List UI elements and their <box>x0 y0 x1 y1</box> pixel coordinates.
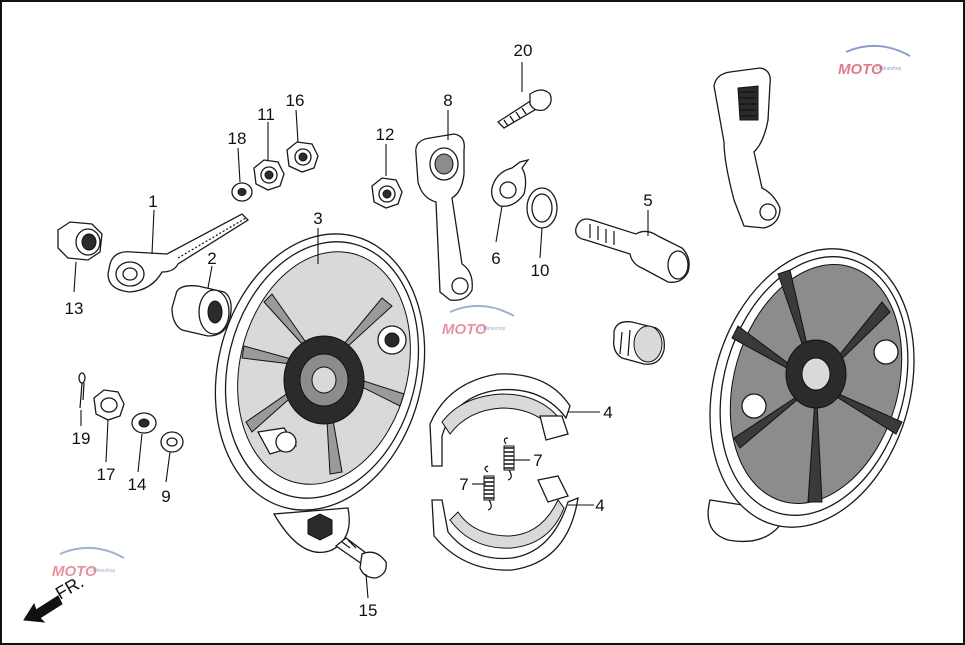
part-12-flange-nut <box>371 177 403 209</box>
watermark-brand: MOTO <box>52 563 97 580</box>
watermark-sub: Onlineshop <box>480 326 506 332</box>
label-part-19: 19 <box>72 429 91 448</box>
part-17-nut <box>93 389 125 421</box>
assembled-brake-panel <box>707 248 915 543</box>
label-part-18: 18 <box>228 129 247 148</box>
part-18-washer <box>231 182 253 202</box>
part-19-cotter-pin <box>78 372 86 409</box>
label-part-7-left: 7 <box>459 475 468 494</box>
leader-lines <box>73 62 649 599</box>
part-15-bolt <box>334 537 387 579</box>
label-part-3: 3 <box>313 209 322 228</box>
assembled-brake-arm <box>713 67 781 229</box>
label-part-14: 14 <box>128 475 147 494</box>
label-part-4-upper: 4 <box>603 403 612 422</box>
part-16-nut <box>286 141 319 173</box>
part-7-spring-left <box>483 465 495 511</box>
part-11-nut <box>253 159 285 191</box>
label-part-7-right: 7 <box>533 451 542 470</box>
part-6-indicator-plate <box>491 158 530 207</box>
front-arrow-icon <box>23 595 63 623</box>
label-part-2: 2 <box>207 249 216 268</box>
watermark-center: MOTO Onlineshop <box>442 304 515 338</box>
label-part-8: 8 <box>443 91 452 110</box>
part-14-washer <box>131 412 157 434</box>
label-part-6: 6 <box>491 249 500 268</box>
label-part-17: 17 <box>97 465 116 484</box>
label-part-20: 20 <box>514 41 533 60</box>
part-20-bolt <box>496 89 552 129</box>
watermark-sub: Onlineshop <box>90 568 116 574</box>
label-part-5: 5 <box>643 191 652 210</box>
watermark-brand: MOTO <box>442 321 487 338</box>
label-part-13: 13 <box>65 299 84 318</box>
part-1-adjuster-bolt <box>107 213 250 293</box>
watermark-top-right: MOTO Onlineshop <box>838 44 911 78</box>
label-part-9: 9 <box>161 487 170 506</box>
label-part-12: 12 <box>376 125 395 144</box>
part-5-brake-cam <box>575 218 690 283</box>
label-part-16: 16 <box>286 91 305 110</box>
watermark-brand: MOTO <box>838 61 883 78</box>
dust-seal <box>613 321 665 365</box>
part-2-spacer <box>171 285 232 337</box>
part-8-brake-arm <box>415 133 473 301</box>
label-part-1: 1 <box>148 192 157 211</box>
part-3-brake-panel <box>214 233 426 554</box>
label-part-11: 11 <box>257 105 275 124</box>
label-part-4-lower: 4 <box>595 496 604 515</box>
label-part-10: 10 <box>531 261 550 280</box>
part-4-brake-shoe-lower <box>431 475 579 571</box>
label-part-15: 15 <box>359 601 378 620</box>
part-7-spring-right <box>503 437 515 481</box>
watermark-bottom-left: MOTO Onlineshop <box>52 546 125 580</box>
part-10-o-ring <box>526 187 558 229</box>
part-9-washer <box>160 431 184 453</box>
part-13-flange-nut <box>57 221 103 261</box>
part-4-brake-shoe-upper <box>429 373 571 467</box>
part-number-labels: 1 2 3 4 4 5 6 7 7 8 9 10 11 12 13 14 15 … <box>65 41 653 620</box>
watermark-sub: Onlineshop <box>876 66 902 72</box>
